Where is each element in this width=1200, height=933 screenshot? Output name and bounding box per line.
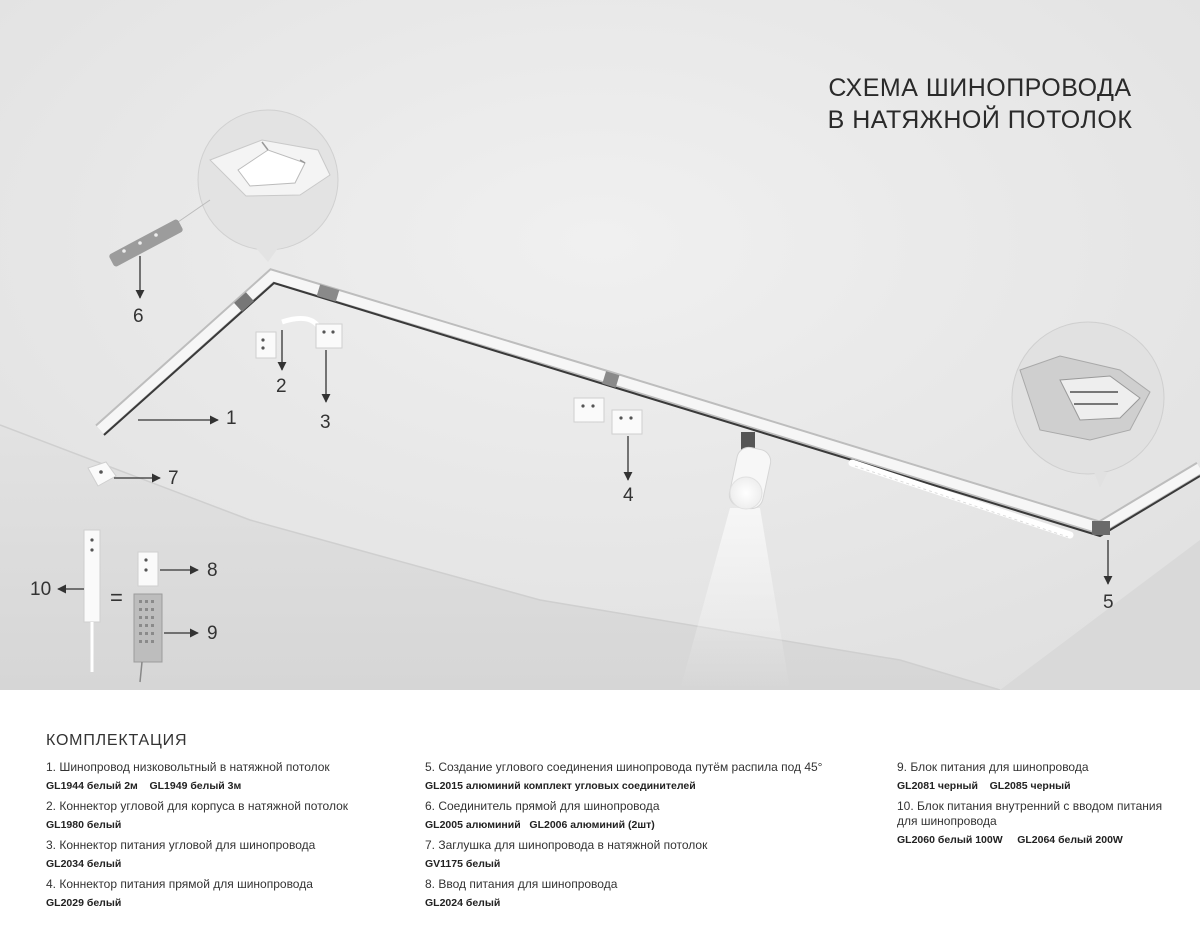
title-line-1: СХЕМА ШИНОПРОВОДА <box>828 74 1132 102</box>
track-rail <box>95 268 1200 539</box>
corner-detail-zoom <box>177 109 339 262</box>
legend-item: 5. Создание углового соединения шинопров… <box>425 760 823 792</box>
marker-7: 7 <box>168 468 179 489</box>
equals-sign: = <box>110 585 123 610</box>
marker-4: 4 <box>623 485 634 506</box>
power-input <box>137 551 159 587</box>
legend-item: 6. Соединитель прямой для шинопровода GL… <box>425 799 660 831</box>
track-spotlight <box>680 432 790 690</box>
marker-3: 3 <box>320 412 331 433</box>
marker-1: 1 <box>226 408 237 429</box>
diagram-title: СХЕМА ШИНОПРОВОДА В НАТЯЖНОЙ ПОТОЛОК <box>780 72 1180 136</box>
legend-item: 10. Блок питания внутренний с вводом пит… <box>897 799 1163 846</box>
power-connector-corner <box>315 323 343 349</box>
right-wall <box>1000 540 1200 690</box>
corner-connector <box>255 316 320 359</box>
marker-10: 10 <box>30 579 52 600</box>
legend-item: 2. Коннектор угловой для корпуса в натяж… <box>46 799 349 831</box>
internal-power-supply <box>83 529 101 672</box>
marker-2: 2 <box>276 376 287 397</box>
power-connector-straight <box>573 397 643 435</box>
marker-8: 8 <box>207 560 218 581</box>
legend-section: КОМПЛЕКТАЦИЯ 1. Шинопровод низковольтный… <box>0 690 1200 933</box>
marker-9: 9 <box>207 623 218 644</box>
callout-arrows <box>57 256 1113 638</box>
marker-6: 6 <box>133 306 144 327</box>
title-line-2: В НАТЯЖНОЙ ПОТОЛОК <box>827 106 1133 134</box>
legend-item: 4. Коннектор питания прямой для шинопров… <box>46 877 313 909</box>
legend-heading: КОМПЛЕКТАЦИЯ <box>46 732 188 749</box>
straight-connector <box>109 219 183 267</box>
miter-detail-zoom <box>1011 321 1165 488</box>
legend-column-3: 9. Блок питания для шинопровода GL2081 ч… <box>897 760 1167 853</box>
marker-5: 5 <box>1103 592 1114 613</box>
legend-column-2: 5. Создание углового соединения шинопров… <box>425 760 875 916</box>
legend-item: 8. Ввод питания для шинопровода GL2024 б… <box>425 877 618 909</box>
scene: СХЕМА ШИНОПРОВОДА В НАТЯЖНОЙ ПОТОЛОК 1 2… <box>0 0 1200 690</box>
power-supply <box>133 593 163 683</box>
legend-item: 7. Заглушка для шинопровода в натяжной п… <box>425 838 708 870</box>
installation-illustration <box>0 0 1200 690</box>
left-wall <box>0 425 1000 690</box>
legend-item: 9. Блок питания для шинопровода GL2081 ч… <box>897 760 1089 792</box>
end-cap <box>87 461 117 487</box>
legend-column-1: 1. Шинопровод низковольтный в натяжной п… <box>46 760 406 916</box>
legend-item: 1. Шинопровод низковольтный в натяжной п… <box>46 760 330 792</box>
legend-item: 3. Коннектор питания угловой для шинопро… <box>46 838 316 870</box>
